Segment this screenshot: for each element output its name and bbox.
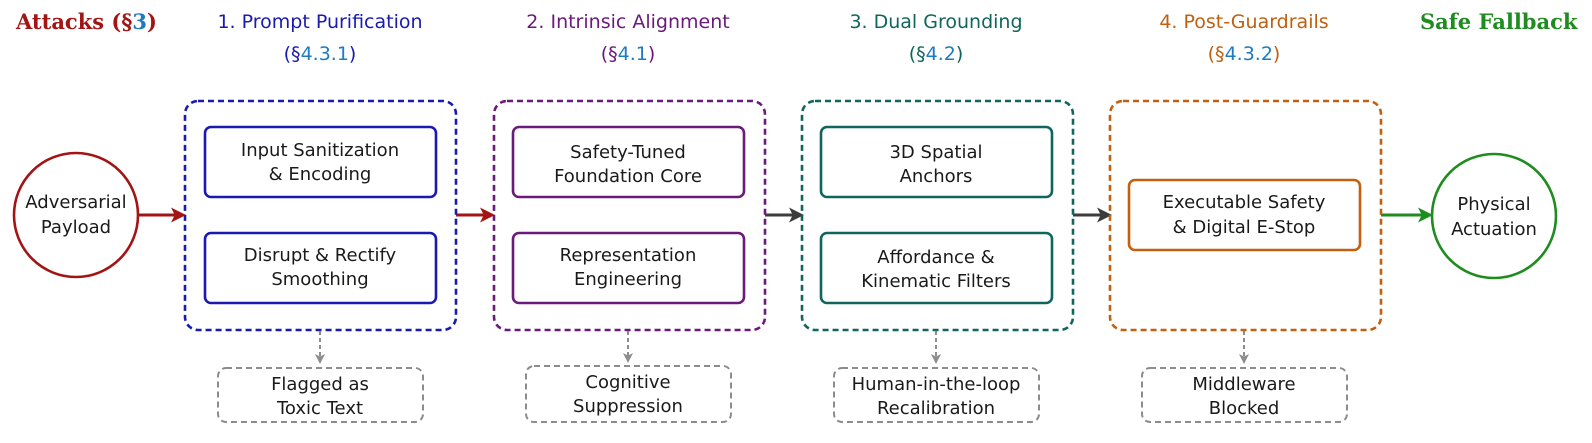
stage-1-module-1 (203, 125, 438, 199)
stage-4-container (1108, 99, 1383, 332)
stage-1-module-2 (203, 231, 438, 305)
stage-3-module-1 (819, 125, 1054, 199)
stage-3-module-1-line2: Anchors (900, 166, 973, 187)
stage-1-module-1-line2: & Encoding (269, 164, 372, 185)
stage-3-dual-grounding: 3. Dual Grounding (§4.2) 3D Spatial Anch… (800, 11, 1075, 423)
adversarial-payload-node (12, 151, 140, 279)
stage-2-module-2-line1: Representation (560, 245, 697, 266)
attacks-section-ref: 3 (132, 9, 147, 34)
stage-2-module-1-line1: Safety-Tuned (570, 142, 686, 163)
output-node-line1: Physical (1457, 194, 1530, 215)
stage-2-outcome-box (525, 365, 732, 423)
stage-2-module-1 (511, 125, 746, 199)
stage-3-module-1-line1: 3D Spatial (889, 142, 982, 163)
stage-3-section-ref: (§4.2) (909, 43, 964, 65)
stage-4-outcome-line1: Middleware (1192, 374, 1295, 395)
stage-1-module-1-line1: Input Sanitization (241, 140, 399, 161)
stage-2-outcome-line1: Cognitive (585, 372, 670, 393)
stage-2-module-1-line2: Foundation Core (554, 166, 702, 187)
stage-4-module-1-line2: & Digital E-Stop (1173, 217, 1316, 238)
stage-2-outcome-line2: Suppression (573, 396, 683, 417)
stage-1-section-ref: (§4.3.1) (284, 43, 357, 65)
stage-1-prompt-purification: 1. Prompt Purification (§4.3.1) Input Sa… (183, 11, 458, 423)
stage-1-container (183, 99, 458, 332)
stage-3-module-2-line2: Kinematic Filters (861, 271, 1010, 292)
stage-3-outcome-line1: Human-in-the-loop (852, 374, 1021, 395)
stage-3-outcome-box (833, 367, 1040, 423)
stage-3-outcome-line2: Recalibration (877, 398, 995, 419)
stage-4-post-guardrails: 4. Post-Guardrails (§4.3.2) Executable S… (1108, 11, 1383, 423)
stage-2-module-2 (511, 231, 746, 305)
stage-1-outcome-box (217, 367, 424, 423)
stage-2-intrinsic-alignment: 2. Intrinsic Alignment (§4.1) Safety-Tun… (492, 11, 767, 423)
stage-3-title: 3. Dual Grounding (849, 11, 1022, 33)
stage-4-module-1-line1: Executable Safety (1163, 192, 1326, 213)
stage-2-container (492, 99, 767, 332)
stage-3-container (800, 99, 1075, 332)
output-node-line2: Actuation (1451, 219, 1537, 240)
stage-1-outcome-line2: Toxic Text (276, 398, 363, 419)
stage-4-outcome-box (1141, 367, 1348, 423)
input-node-line1: Adversarial (25, 192, 126, 213)
stage-2-module-2-line2: Engineering (574, 269, 682, 290)
stage-4-title: 4. Post-Guardrails (1159, 11, 1328, 33)
stage-4-outcome-line2: Blocked (1209, 398, 1280, 419)
stage-3-module-2-line1: Affordance & (877, 247, 994, 268)
stage-1-outcome-line1: Flagged as (271, 374, 369, 395)
stage-4-section-ref: (§4.3.2) (1208, 43, 1281, 65)
stage-4-module-1 (1127, 178, 1362, 252)
stage-1-module-2-line2: Smoothing (271, 269, 368, 290)
attacks-header: Attacks (§3) (15, 9, 157, 34)
stage-1-module-2-line1: Disrupt & Rectify (244, 245, 397, 266)
stage-3-module-2 (819, 231, 1054, 305)
input-node-line2: Payload (41, 217, 111, 238)
safe-fallback-header: Safe Fallback (1420, 9, 1578, 34)
stage-2-section-ref: (§4.1) (601, 43, 656, 65)
stage-2-title: 2. Intrinsic Alignment (526, 11, 729, 33)
physical-actuation-node (1430, 152, 1558, 280)
stage-1-title: 1. Prompt Purification (217, 11, 422, 33)
